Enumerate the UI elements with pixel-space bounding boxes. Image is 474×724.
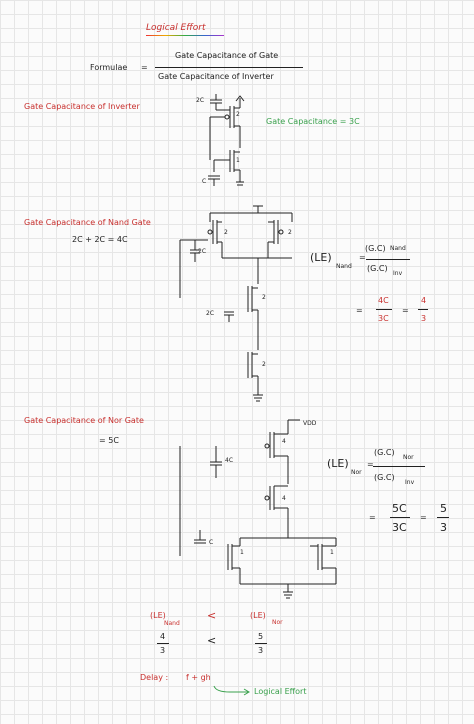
nand-den: (G.C)	[367, 264, 388, 273]
nand-p1-size: 2	[224, 229, 228, 236]
nor-le-equals: =	[367, 460, 374, 469]
nand-fraction-bar	[366, 259, 410, 260]
cmp-l-den: 3	[160, 646, 166, 655]
nand-n2-size: 2	[262, 361, 266, 368]
delay-note: Logical Effort	[254, 687, 307, 696]
nor-num-sub: Nor	[403, 454, 414, 461]
nor-den-sub: Inv	[405, 479, 415, 486]
cmp-r-den: 3	[258, 646, 264, 655]
nor-r2-den: 3	[440, 521, 447, 534]
inverter-result: Gate Capacitance = 3C	[266, 117, 360, 126]
nand-r2-num: 4	[421, 296, 427, 305]
nor-p2-size: 4	[282, 495, 286, 502]
nor-ratio-equals: =	[369, 513, 376, 522]
delay-arrow	[213, 685, 250, 696]
cmp-r-num: 5	[258, 632, 264, 641]
inverter-circuit	[208, 94, 245, 186]
nor-r1-den: 3C	[392, 521, 407, 534]
cmp-right: (LE)	[250, 611, 266, 620]
nand-r1-den: 3C	[378, 314, 389, 323]
nand-r2-den: 3	[421, 314, 427, 323]
nor-r1-bar	[390, 517, 410, 518]
nand-r2-bar	[418, 309, 428, 310]
cmp-left: (LE)	[150, 611, 166, 620]
cmp-r-bar	[255, 643, 267, 644]
nand-num: (G.C)	[365, 244, 386, 253]
nor-r2-bar	[437, 517, 449, 518]
cmp-left-sub: Nand	[164, 620, 180, 627]
nand-ratio-equals: =	[356, 306, 363, 315]
nand-ratio-equals-2: =	[402, 306, 409, 315]
formula-fraction-bar	[155, 67, 303, 68]
nand-le-label: (LE)	[310, 251, 332, 264]
inverter-top-cap: 2C	[196, 97, 205, 104]
nor-n2-size: 1	[330, 549, 334, 556]
page-title: Logical Effort	[146, 23, 206, 33]
cmp-right-sub: Nor	[272, 619, 283, 626]
nand-cap1: 2C	[198, 248, 207, 255]
nor-le-label: (LE)	[327, 457, 349, 470]
nand-le-sub: Nand	[336, 263, 352, 270]
nor-heading: Gate Capacitance of Nor Gate	[24, 416, 144, 425]
inverter-pmos-size: 2	[236, 111, 240, 118]
nor-cap2: C	[209, 539, 214, 546]
nand-sum: 2C + 2C = 4C	[72, 235, 128, 244]
nor-le-sub: Nor	[351, 469, 362, 476]
inverter-bottom-cap: C	[202, 178, 207, 185]
nor-ratio-equals-2: =	[420, 513, 427, 522]
nand-p2-size: 2	[288, 229, 292, 236]
nor-value: = 5C	[99, 436, 119, 445]
nor-cap1: 4C	[225, 457, 234, 464]
nor-vdd: VDD	[303, 420, 317, 427]
inverter-heading: Gate Capacitance of Inverter	[24, 102, 140, 111]
cmp-l-bar	[157, 643, 169, 644]
formula-numerator: Gate Capacitance of Gate	[175, 51, 279, 60]
delay-label: Delay :	[140, 673, 169, 682]
nor-n1-size: 1	[240, 549, 244, 556]
nor-r2-num: 5	[440, 502, 447, 515]
nand-num-sub: Nand	[390, 245, 406, 252]
title-underline	[146, 35, 224, 36]
nor-num: (G.C)	[374, 448, 395, 457]
nand-cap2: 2C	[206, 310, 215, 317]
inverter-nmos-size: 1	[236, 157, 240, 164]
nand-heading: Gate Capacitance of Nand Gate	[24, 218, 151, 227]
formula-denominator: Gate Capacitance of Inverter	[158, 72, 274, 81]
formula-label: Formulae	[90, 63, 128, 72]
nor-fraction-bar	[373, 466, 425, 467]
nand-r1-num: 4C	[378, 296, 389, 305]
delay-expr: f + gh	[186, 673, 211, 682]
nand-circuit	[179, 205, 293, 402]
nand-den-sub: Inv	[393, 270, 403, 277]
nand-n1-size: 2	[262, 294, 266, 301]
nand-le-equals: =	[359, 253, 366, 262]
nor-circuit	[179, 419, 337, 599]
cmp-op: <	[207, 609, 217, 622]
formula-equals: =	[141, 63, 148, 72]
nand-r1-bar	[376, 309, 392, 310]
nor-p1-size: 4	[282, 438, 286, 445]
cmp-l-num: 4	[160, 632, 166, 641]
nor-den: (G.C)	[374, 473, 395, 482]
cmp-op2: <	[207, 634, 217, 647]
nor-r1-num: 5C	[392, 502, 407, 515]
